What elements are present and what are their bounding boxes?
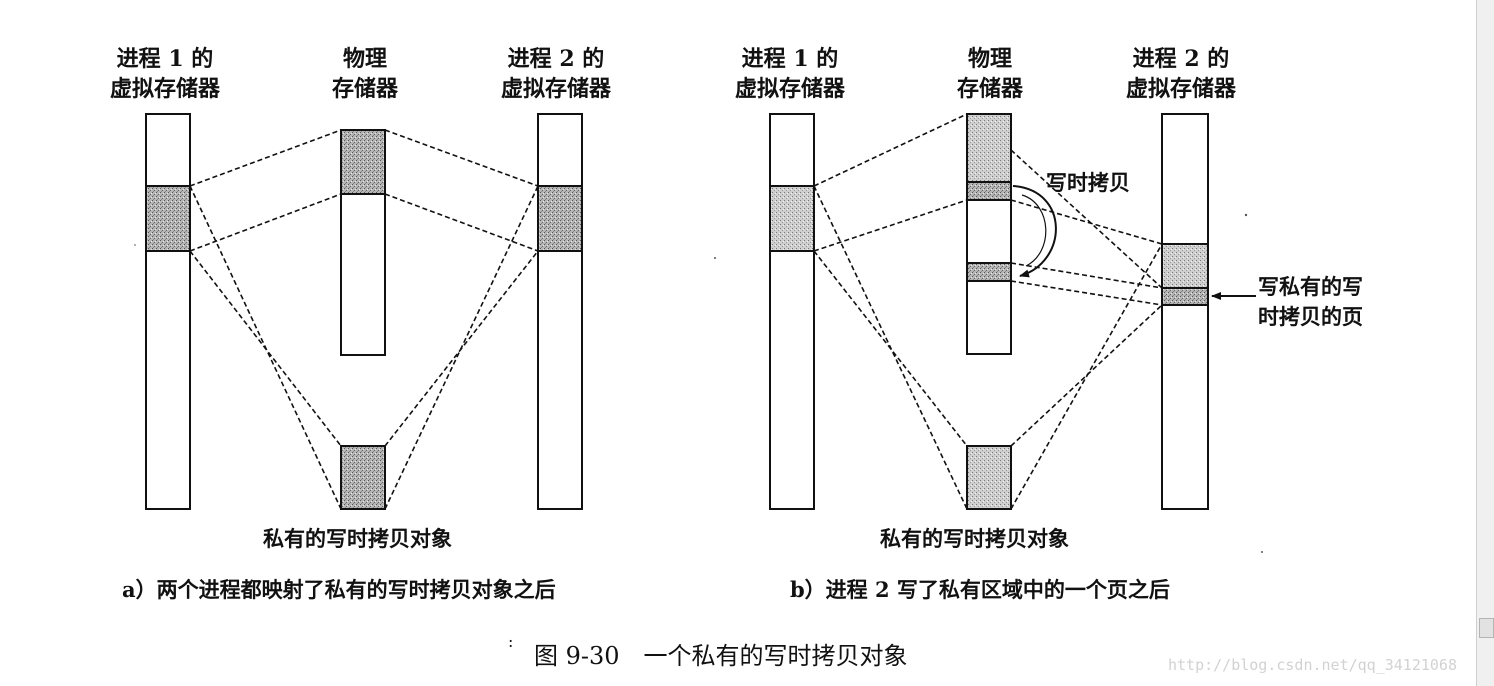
panel-a-proc2-bar xyxy=(537,113,583,510)
scroll-thumb[interactable] xyxy=(1479,618,1494,638)
watermark: http://blog.csdn.net/qq_34121068 xyxy=(1168,656,1457,674)
panel-b-phys-line1: 物理 xyxy=(967,46,1012,72)
panel-b-proc2-line1: 进程 2 的 xyxy=(1132,46,1230,72)
panel-b-proc1-line1: 进程 1 的 xyxy=(741,46,839,72)
panel-a-phys-line2: 存储器 xyxy=(331,76,398,102)
panel-b-proc2-region xyxy=(1161,243,1209,289)
panel-b-proc2-written-page xyxy=(1161,287,1209,306)
panel-b-proc2-line2: 虚拟存储器 xyxy=(1125,76,1236,102)
panel-b-proc2-bar xyxy=(1161,113,1209,510)
panel-a-object xyxy=(340,445,386,510)
panel-b-phys-line2: 存储器 xyxy=(956,76,1023,102)
panel-a-phys-label: 物理 存储器 xyxy=(315,44,415,104)
panel-a-object-label: 私有的写时拷贝对象 xyxy=(263,526,452,551)
written-page-note-line1: 写私有的写 xyxy=(1258,274,1363,299)
panel-a-proc1-line2: 虚拟存储器 xyxy=(109,76,220,102)
scrollbar[interactable] xyxy=(1476,0,1494,686)
scan-mark: : xyxy=(508,632,514,651)
copy-arrow-icon xyxy=(1012,185,1057,278)
panel-b-proc1-bar xyxy=(769,113,815,510)
panel-b-caption: b）进程 2 写了私有区域中的一个页之后 xyxy=(790,577,1170,602)
panel-a-proc2-line1: 进程 2 的 xyxy=(507,46,605,72)
panel-a-phys-line1: 物理 xyxy=(342,46,387,72)
panel-b-proc1-region xyxy=(769,185,815,252)
panel-a-proc1-bar xyxy=(145,113,191,510)
panel-a-proc1-label: 进程 1 的 虚拟存储器 xyxy=(90,44,240,104)
panel-a-proc2-label: 进程 2 的 虚拟存储器 xyxy=(481,44,631,104)
panel-a-caption: a）两个进程都映射了私有的写时拷贝对象之后 xyxy=(122,577,556,602)
panel-a-proc2-region xyxy=(537,185,583,252)
mapping-lines xyxy=(189,113,1163,510)
panel-b-object-label: 私有的写时拷贝对象 xyxy=(880,526,1069,551)
panel-a-proc2-line2: 虚拟存储器 xyxy=(500,76,611,102)
panel-b-proc1-line2: 虚拟存储器 xyxy=(734,76,845,102)
figure-caption: 图 9-30 一个私有的写时拷贝对象 xyxy=(534,642,908,670)
panel-b-phys-shared-page xyxy=(966,113,1012,183)
panel-a-phys-page xyxy=(340,129,386,195)
panel-b-phys-copied-page xyxy=(966,262,1012,282)
written-page-note: 写私有的写 时拷贝的页 xyxy=(1258,272,1388,332)
panel-b-proc2-label: 进程 2 的 虚拟存储器 xyxy=(1106,44,1256,104)
written-page-note-line2: 时拷贝的页 xyxy=(1258,304,1363,329)
cow-label: 写时拷贝 xyxy=(1046,170,1130,195)
panel-b-phys-label: 物理 存储器 xyxy=(940,44,1040,104)
scan-specks xyxy=(134,213,1263,553)
panel-a-proc1-region xyxy=(145,185,191,252)
panel-b-proc1-label: 进程 1 的 虚拟存储器 xyxy=(715,44,865,104)
panel-b-phys-original-page xyxy=(966,181,1012,201)
panel-b-object xyxy=(966,445,1012,510)
panel-a-proc1-line1: 进程 1 的 xyxy=(116,46,214,72)
